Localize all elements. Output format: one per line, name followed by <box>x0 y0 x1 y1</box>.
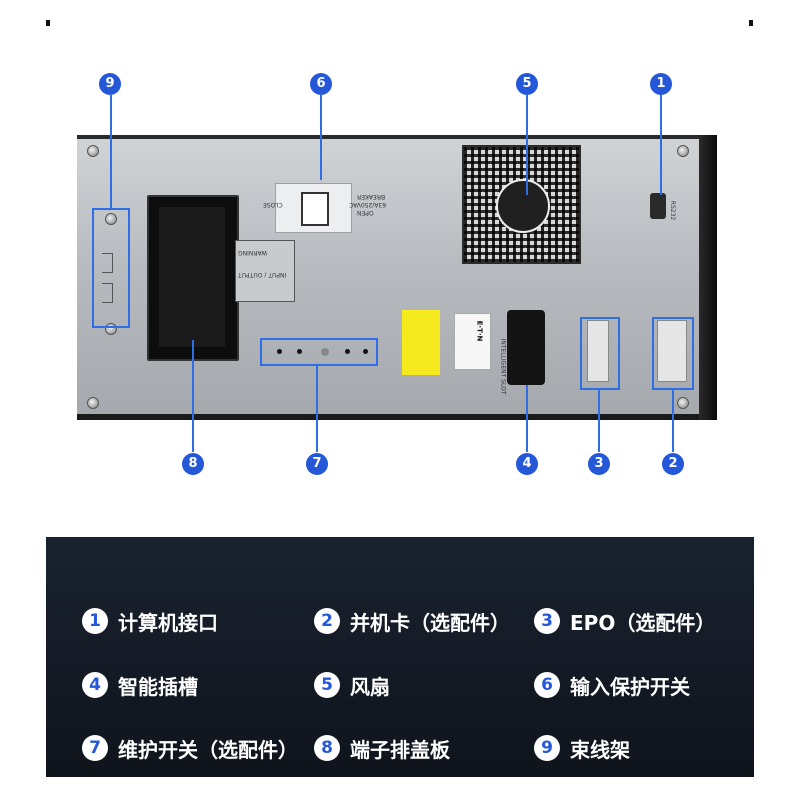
legend-number: 4 <box>82 672 108 698</box>
callout-9: 9 <box>99 73 121 95</box>
callout-3: 3 <box>588 453 610 475</box>
legend-number: 9 <box>534 735 560 761</box>
highlight-parallel-card <box>652 317 694 390</box>
legend-item-5: 5 风扇 <box>314 670 390 700</box>
rs232-label: RS232 <box>669 200 677 221</box>
legend-item-4: 4 智能插槽 <box>82 670 198 700</box>
leader-line-9 <box>110 95 112 208</box>
legend-item-8: 8 端子排盖板 <box>314 733 450 763</box>
leader-line-7 <box>316 366 318 452</box>
rating-sticker <box>454 313 491 370</box>
leader-line-4 <box>526 385 528 452</box>
epo-port <box>587 320 609 382</box>
legend-label: 输入保护开关 <box>570 674 690 699</box>
screw <box>105 213 117 225</box>
screw <box>87 145 99 157</box>
legend-number: 1 <box>82 608 108 634</box>
legend-number: 3 <box>534 608 560 634</box>
plate-hole <box>277 349 282 354</box>
legend-number: 7 <box>82 735 108 761</box>
highlight-cable-rack <box>92 208 130 328</box>
legend-item-2: 2 并机卡（选配件） <box>314 606 510 636</box>
legend-label: EPO（选配件） <box>570 610 716 635</box>
leader-line-5 <box>526 95 528 195</box>
legend-item-1: 1 计算机接口 <box>82 606 218 636</box>
leader-line-8 <box>192 340 194 452</box>
fan-grille <box>462 145 581 264</box>
legend-label: 计算机接口 <box>118 610 218 635</box>
callout-7: 7 <box>306 453 328 475</box>
callout-5: 5 <box>516 73 538 95</box>
side-cabinet <box>699 135 717 420</box>
breaker-rating: 63A/250VAC <box>349 201 387 208</box>
breaker-label: BREAKER <box>357 193 386 200</box>
plate-knob <box>321 348 329 356</box>
callout-4: 4 <box>516 453 538 475</box>
input-breaker <box>275 183 352 233</box>
legend-label: 维护开关（选配件） <box>118 737 298 762</box>
legend-item-7: 7 维护开关（选配件） <box>82 733 298 763</box>
legend-panel <box>46 537 754 777</box>
legend-number: 2 <box>314 608 340 634</box>
legend-item-3: 3 EPO（选配件） <box>534 606 715 636</box>
plate-hole <box>345 349 350 354</box>
legend-number: 8 <box>314 735 340 761</box>
yellow-warning-sticker <box>402 310 440 375</box>
callout-1: 1 <box>650 73 672 95</box>
legend-label: 端子排盖板 <box>350 737 450 762</box>
legend-item-9: 9 束线架 <box>534 733 630 763</box>
warning-label: WARNING INPUT / OUTPUT <box>235 240 295 302</box>
rs232-port <box>650 193 666 219</box>
breaker-open: OPEN <box>357 209 374 216</box>
breaker-close: CLOSE <box>263 201 283 208</box>
legend-number: 5 <box>314 672 340 698</box>
legend-item-6: 6 输入保护开关 <box>534 670 690 700</box>
legend-number: 6 <box>534 672 560 698</box>
warning-text: INPUT / OUTPUT <box>238 271 287 278</box>
screw <box>87 397 99 409</box>
highlight-epo <box>580 317 620 390</box>
plate-hole <box>363 349 368 354</box>
fan-hub <box>496 179 550 233</box>
warning-title: WARNING <box>238 249 268 256</box>
brand-logo: E·T·N <box>475 320 484 342</box>
screw <box>677 397 689 409</box>
intelligent-slot-cover <box>507 310 545 385</box>
terminal-block-cover <box>147 195 239 361</box>
ups-rear-panel: BREAKER 63A/250VAC OPEN CLOSE RS232 WARN… <box>77 135 717 420</box>
plate-hole <box>297 349 302 354</box>
maintenance-switch-plate <box>267 340 377 364</box>
callout-8: 8 <box>182 453 204 475</box>
leader-line-3 <box>598 390 600 452</box>
callout-2: 2 <box>662 453 684 475</box>
leader-line-1 <box>660 95 662 195</box>
parallel-card-port <box>657 320 687 382</box>
legend-label: 并机卡（选配件） <box>350 610 510 635</box>
breaker-switch <box>301 192 329 226</box>
screw <box>677 145 689 157</box>
cable-bracket <box>102 283 113 303</box>
slot-label: INTELLIGENT SLOT <box>499 338 507 395</box>
terminal-cover-inner <box>159 207 225 347</box>
corner-mark-right <box>749 20 753 26</box>
legend-label: 束线架 <box>570 737 630 762</box>
legend-label: 风扇 <box>350 674 390 699</box>
corner-mark-left <box>46 20 50 26</box>
cable-bracket <box>102 253 113 273</box>
highlight-maintenance-switch <box>260 338 378 366</box>
legend-label: 智能插槽 <box>118 674 198 699</box>
callout-6: 6 <box>310 73 332 95</box>
leader-line-2 <box>672 390 674 452</box>
leader-line-6 <box>320 95 322 180</box>
